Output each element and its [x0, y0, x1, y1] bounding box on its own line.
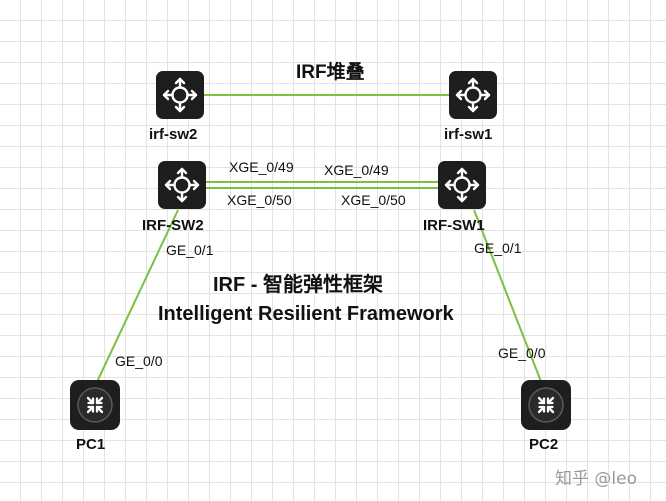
- switch-irf-sw2-logical[interactable]: [156, 71, 204, 119]
- diagram-title: IRF - 智能弹性框架: [213, 274, 383, 296]
- switch-irf-sw1-logical[interactable]: [449, 71, 497, 119]
- switch-irf-sw1[interactable]: [438, 161, 486, 209]
- switch-icon: [162, 77, 198, 113]
- port-sw2-ge01: GE_0/1: [166, 242, 214, 258]
- port-sw2-xge49: XGE_0/49: [229, 159, 294, 175]
- label-irf-sw1: IRF-SW1: [423, 217, 485, 234]
- label-irf-sw2-logical: irf-sw2: [149, 126, 198, 143]
- label-pc2: PC2: [529, 436, 559, 453]
- link-sw2-pc1: [95, 209, 179, 385]
- device-pc1[interactable]: [70, 380, 120, 430]
- pc-router-icon: [77, 387, 113, 423]
- port-sw2-xge50: XGE_0/50: [227, 192, 292, 208]
- switch-icon: [444, 167, 480, 203]
- port-sw1-ge01: GE_0/1: [474, 240, 522, 256]
- switch-icon: [455, 77, 491, 113]
- port-pc1-ge00: GE_0/0: [115, 353, 163, 369]
- port-pc2-ge00: GE_0/0: [498, 345, 546, 361]
- label-irf-sw2: IRF-SW2: [142, 217, 204, 234]
- pc-router-icon: [528, 387, 564, 423]
- port-sw1-xge50: XGE_0/50: [341, 192, 406, 208]
- watermark: 知乎 @leo: [555, 469, 637, 489]
- link-sw1-pc2: [473, 209, 543, 385]
- port-sw1-xge49: XGE_0/49: [324, 162, 389, 178]
- switch-irf-sw2[interactable]: [158, 161, 206, 209]
- label-irf-sw1-logical: irf-sw1: [444, 126, 493, 143]
- switch-icon: [164, 167, 200, 203]
- diagram-subtitle: Intelligent Resilient Framework: [158, 303, 454, 325]
- device-pc2[interactable]: [521, 380, 571, 430]
- label-pc1: PC1: [76, 436, 106, 453]
- irf-stack-label: IRF堆叠: [296, 62, 365, 83]
